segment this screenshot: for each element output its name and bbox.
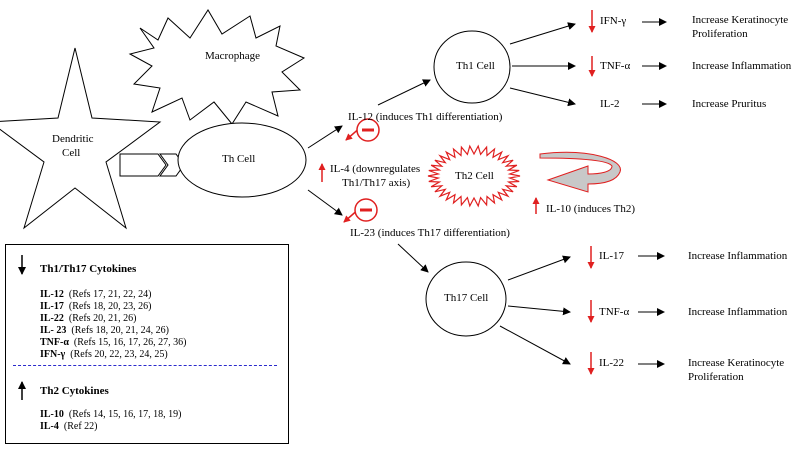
arrow-il23-to-th17 [397,243,429,273]
th17-output-effect-il22-line1: Increase Keratinocyte [688,357,785,369]
th17-output-effect-tnf: Increase Inflammation [688,306,788,318]
il4-pathway-label-line2: Th1/Th17 axis) [342,177,411,189]
arrow-th17-il22 [499,325,571,365]
legend-th2-header: Th2 Cytokines [40,385,109,397]
th1-output-cytokine-il2: IL-2 [600,98,620,110]
legend-item: IL- 23 (Refs 18, 20, 21, 24, 26) [40,325,169,336]
il4-pathway-label-line1: IL-4 (downregulates [330,163,421,175]
feedback-arrow-shape [539,151,621,193]
th1-cell-label: Th1 Cell [456,60,495,72]
inhibit-icon-il23 [343,198,378,223]
th2-cell-label: Th2 Cell [455,170,494,182]
arrow-th17-tnf [507,305,571,316]
th-cell-label: Th Cell [222,153,256,165]
legend-box: Th1/Th17 Cytokines IL-12 (Refs 17, 21, 2… [5,244,289,444]
th-cell-shape [177,122,307,198]
arrow-th1-ifn [509,22,576,45]
th17-cell-label: Th17 Cell [444,292,489,304]
dendritic-label-line1: Dendritic [52,133,94,145]
th17-cell-shape [425,261,507,337]
legend-item: IL-17 (Refs 18, 20, 23, 26) [40,301,152,312]
chevron-arrow-1 [119,153,167,177]
legend-item: IL-10 (Refs 14, 15, 16, 17, 18, 19) [40,409,182,420]
legend-th1-header: Th1/Th17 Cytokines [40,263,137,275]
dendritic-label-line2: Cell [62,147,81,159]
th1-cell-shape [433,30,511,104]
th1-output-effect-tnf: Increase Inflammation [692,60,792,72]
th17-output-effect-il17: Increase Inflammation [688,250,788,262]
legend-item: TNF-α (Refs 15, 16, 17, 26, 27, 36) [40,337,187,348]
th1-output-cytokine-tnf: TNF-α [600,60,631,72]
il23-pathway-label: IL-23 (induces Th17 differentiation) [350,227,510,239]
arrow-il12-to-th1 [377,79,431,106]
il10-pathway-label: IL-10 (induces Th2) [546,203,635,215]
arrow-th-to-il12 [307,125,343,149]
legend-item: IL-22 (Refs 20, 21, 26) [40,313,137,324]
legend-item: IFN-γ (Refs 20, 22, 23, 24, 25) [40,349,168,360]
th1-output-cytokine-ifn: IFN-γ [600,15,627,27]
th2-cell-shape [427,144,521,208]
dendritic-cell-shape [0,47,162,230]
macrophage-shape [128,9,306,125]
macrophage-label: Macrophage [205,50,260,62]
th1-output-effect-ifn-line1: Increase Keratinocyte [692,14,789,26]
th17-output-cytokine-il17: IL-17 [599,250,625,262]
legend-item: IL-4 (Ref 22) [40,421,98,432]
il12-pathway-label: IL-12 (induces Th1 differentiation) [348,111,503,123]
th1-output-effect-il2: Increase Pruritus [692,98,767,110]
legend-divider [13,365,277,366]
th17-output-effect-il22-line2: Proliferation [688,371,744,383]
arrow-th17-il17 [507,255,571,281]
th1-output-effect-ifn-line2: Proliferation [692,28,748,40]
th17-output-cytokine-il22: IL-22 [599,357,625,369]
inhibit-icon-il12 [345,118,380,142]
th17-output-cytokine-tnf: TNF-α [599,306,630,318]
legend-item: IL-12 (Refs 17, 21, 22, 24) [40,289,152,300]
arrow-th-to-il23 [307,189,343,216]
arrow-th1-il2 [509,87,576,107]
